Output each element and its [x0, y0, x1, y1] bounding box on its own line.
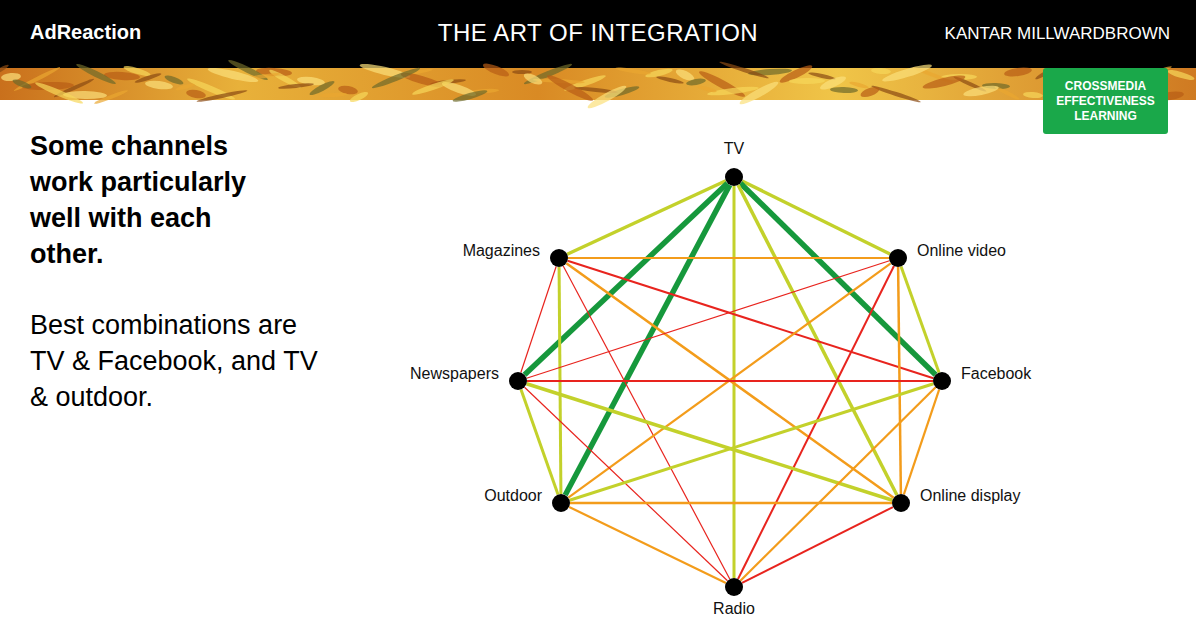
badge-text: CROSSMEDIA EFFECTIVENESS LEARNING: [1050, 79, 1162, 124]
paint-stroke: [145, 79, 174, 90]
channel-dot: Newspapers: [509, 372, 527, 390]
connector-line: [568, 261, 934, 378]
connector-line: [521, 267, 556, 373]
paint-stroke: [512, 70, 532, 74]
paint-stroke: [697, 84, 717, 93]
paint-stroke: [963, 84, 1000, 99]
paint-stroke: [686, 77, 707, 86]
channel-label: Newspapers: [410, 365, 499, 383]
company-logo: KANTAR MILLWARDBROWN: [945, 24, 1170, 44]
paint-stroke: [586, 83, 628, 111]
channel-dot: Facebook: [933, 372, 951, 390]
channel-label: Facebook: [961, 365, 1031, 383]
paint-stroke: [34, 80, 84, 106]
paint-stroke: [1004, 66, 1033, 78]
paint-stroke: [452, 88, 488, 104]
body-text: Best combinations are TV & Facebook, and…: [30, 307, 320, 415]
channel-label: TV: [724, 140, 744, 158]
connector-line: [525, 387, 728, 581]
connector-line: [527, 261, 890, 378]
channel-dot: Online video: [889, 249, 907, 267]
paint-stroke: [482, 61, 511, 79]
channel-dot: Magazines: [550, 249, 568, 267]
channel-dot: TV: [725, 168, 743, 186]
paint-stroke: [719, 60, 770, 80]
paint-stroke: [656, 75, 684, 85]
paint-stroke: [1023, 91, 1043, 99]
channel-label: Online video: [917, 242, 1006, 260]
paint-stroke: [738, 79, 780, 107]
paint-stroke: [545, 72, 595, 103]
paint-stroke: [319, 92, 347, 97]
paint-stroke: [859, 85, 881, 99]
connector-line: [742, 507, 893, 583]
connector-line: [901, 266, 939, 372]
paint-stroke: [871, 67, 891, 75]
channel-label: Outdoor: [484, 487, 542, 505]
connector-line: [569, 507, 726, 583]
paint-stroke: [789, 78, 825, 85]
paint-stroke: [522, 71, 544, 87]
brand-name: AdReaction: [30, 21, 141, 44]
paint-stroke: [1167, 68, 1196, 82]
paint-stroke: [349, 90, 370, 104]
channel-label: Online display: [920, 487, 1021, 505]
channel-dot: Online display: [892, 494, 910, 512]
connector-line: [565, 185, 730, 495]
channel-dot: Outdoor: [552, 494, 570, 512]
paint-stroke: [278, 82, 314, 90]
badge-box: CROSSMEDIA EFFECTIVENESS LEARNING: [1043, 68, 1168, 134]
connector-line: [521, 389, 558, 494]
paint-stroke: [371, 65, 421, 90]
connector-line: [570, 502, 892, 505]
channel-label: Magazines: [463, 242, 540, 260]
channel-label: Radio: [713, 600, 755, 618]
paint-stroke: [922, 73, 967, 91]
paint-stroke: [871, 84, 922, 104]
connector-line: [568, 257, 889, 259]
connector-line: [527, 380, 933, 382]
paint-stroke: [185, 88, 206, 99]
paint-stroke: [12, 78, 33, 90]
connector-line: [742, 181, 890, 254]
connector-line: [567, 181, 726, 254]
paint-strokes: [0, 58, 1195, 112]
header-bar: [0, 0, 1196, 68]
connector-line: [740, 387, 935, 580]
paint-stroke: [615, 66, 651, 76]
connector-line: [904, 390, 939, 495]
channel-dot: Radio: [725, 578, 743, 596]
paint-stroke: [207, 65, 259, 84]
paint-stroke: [75, 62, 117, 87]
headline: Some channels work particularly well wit…: [30, 128, 290, 272]
paint-stroke: [830, 87, 858, 94]
paint-stroke: [411, 77, 455, 97]
